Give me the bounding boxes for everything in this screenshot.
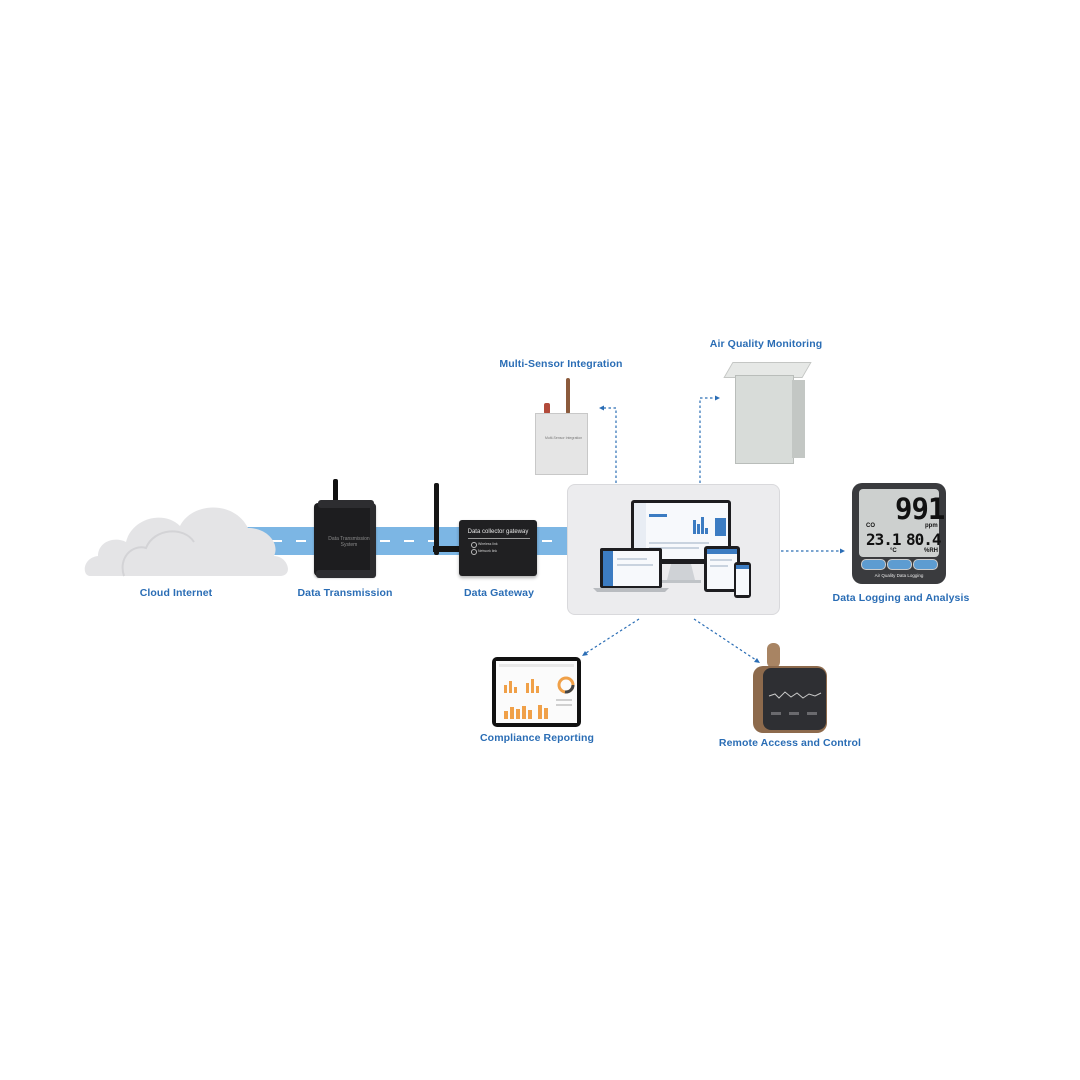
band-dash (272, 540, 282, 542)
label-data-gateway: Data Gateway (463, 587, 535, 599)
arrow-remote (693, 618, 757, 661)
led-label: Network link (478, 549, 498, 553)
transmitter-body (314, 503, 376, 576)
arrow-compliance (585, 618, 640, 654)
device-chart (768, 691, 822, 715)
band-dash (428, 540, 438, 542)
device-screen (763, 668, 826, 730)
antenna-base (433, 546, 459, 552)
label-data-logging: Data Logging and Analysis (832, 592, 970, 604)
gateway-divider (468, 538, 530, 539)
antenna-icon (566, 378, 570, 414)
transmitter-cap (318, 500, 374, 508)
transmitter-cap (316, 570, 376, 578)
enclosure-body (535, 413, 588, 475)
unit-rh: %RH (924, 548, 939, 554)
co2-reading: 991 (895, 492, 945, 526)
label-compliance: Compliance Reporting (479, 732, 595, 744)
band-dash (404, 540, 414, 542)
meter-button (887, 559, 912, 570)
responsive-dashboard-devices (593, 500, 751, 598)
enclosure-text: Multi-Sensor Integration (545, 436, 583, 440)
unit-celsius: °C (890, 548, 897, 554)
band-dash (542, 540, 552, 542)
label-multi-sensor: Multi-Sensor Integration (499, 358, 623, 370)
cloud-icon (84, 507, 288, 577)
label-remote-access: Remote Access and Control (718, 737, 862, 749)
led-label: Wireless link (478, 542, 498, 546)
band-dash (380, 540, 390, 542)
arrow-multi-sensor (603, 407, 617, 483)
meter-button (913, 559, 938, 570)
gateway-body (459, 520, 537, 576)
arrow-air-quality (699, 397, 716, 483)
unit-ppm: ppm (925, 523, 938, 529)
report-charts (499, 664, 575, 719)
antenna-icon (333, 479, 338, 503)
transmitter-text: Data Transmission System (328, 536, 370, 548)
band-dash (296, 540, 306, 542)
cabinet-front (735, 375, 794, 464)
gateway-title: Data collector gateway (467, 529, 529, 535)
label-air-quality: Air Quality Monitoring (709, 338, 823, 350)
meter-button (861, 559, 886, 570)
unit-co: CO (866, 523, 875, 529)
temperature-reading: 23.1 (866, 530, 902, 549)
meter-caption: Air Quality Data Logging (874, 573, 924, 578)
label-data-transmission: Data Transmission (297, 587, 393, 599)
humidity-reading: 80.4 (906, 530, 942, 549)
led-icon (471, 542, 477, 548)
led-icon (471, 549, 477, 555)
cabinet-side (792, 380, 805, 458)
meter-screen (859, 489, 939, 557)
antenna-icon (434, 483, 439, 555)
sensor-neck (767, 643, 780, 668)
sensor-probe (544, 403, 550, 414)
label-cloud-internet: Cloud Internet (139, 587, 213, 599)
